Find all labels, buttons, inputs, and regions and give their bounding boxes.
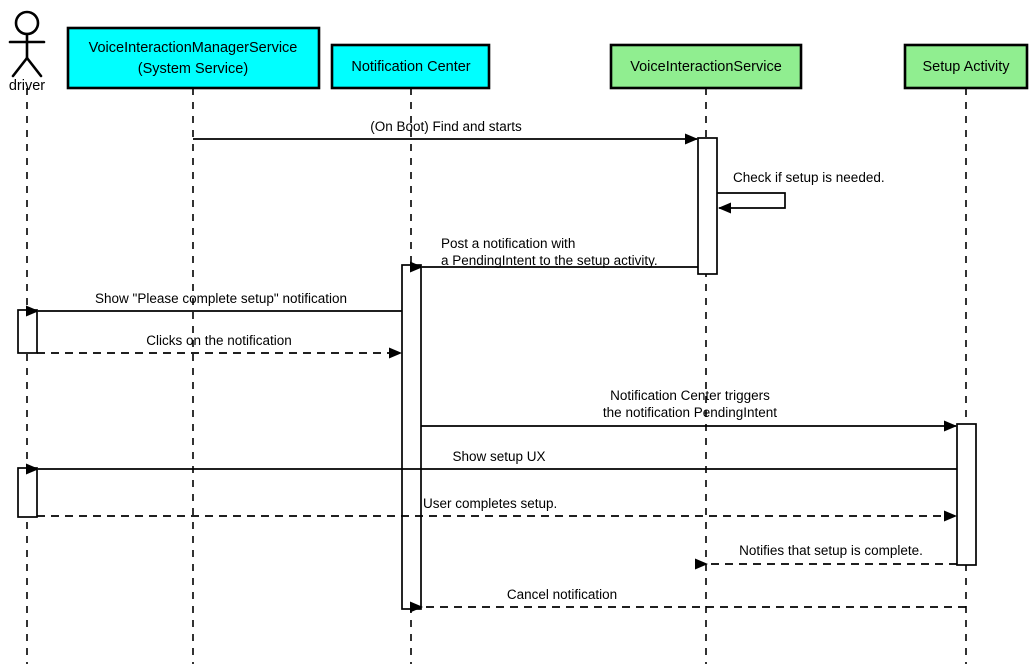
message-label-notification-center-triggers-line2: the notification PendingIntent <box>603 405 777 420</box>
participant-setup-activity[interactable]: Setup Activity <box>903 43 1029 90</box>
message-label-check-if-setup-is-needed: Check if setup is needed. <box>733 170 885 185</box>
message-label-show-setup-ux: Show setup UX <box>452 449 545 464</box>
message-label-show-please-complete-setup-notification: Show "Please complete setup" notificatio… <box>95 291 347 306</box>
participant-box-notification-center[interactable] <box>330 43 491 90</box>
activation-bar-vis <box>697 137 718 275</box>
message-show-setup-ux[interactable]: Show setup UX <box>26 449 957 475</box>
message-clicks-on-the-notification[interactable]: Clicks on the notification <box>37 333 402 359</box>
participant-notification-center[interactable]: Notification Center <box>330 43 491 90</box>
message-label-cancel-notification: Cancel notification <box>507 587 617 602</box>
participant-label-vims-line1: VoiceInteractionManagerService <box>89 40 298 56</box>
participant-box-vis[interactable] <box>609 43 803 90</box>
message-post-a-notification[interactable]: Post a notification with a PendingIntent… <box>410 236 698 273</box>
message-self-arrow <box>717 192 786 214</box>
participant-box-vims[interactable] <box>66 26 321 90</box>
participant-label-notification-center: Notification Center <box>351 59 470 75</box>
message-label-user-completes-setup: User completes setup. <box>423 496 557 511</box>
activation-bar-notification-center <box>401 264 422 610</box>
activation-bar-setup-activity <box>956 423 977 566</box>
message-notifies-that-setup-is-complete[interactable]: Notifies that setup is complete. <box>695 543 957 570</box>
message-label-on-boot-find-and-starts: (On Boot) Find and starts <box>370 119 522 134</box>
message-label-post-a-notification-line2: a PendingIntent to the setup activity. <box>441 253 658 268</box>
actor-leg-right-icon <box>25 56 43 78</box>
message-user-completes-setup[interactable]: User completes setup. <box>37 496 957 522</box>
actor-leg-left-icon <box>11 56 29 78</box>
participant-label-vims-line2: (System Service) <box>138 61 248 77</box>
message-label-notification-center-triggers-line1: Notification Center triggers <box>610 388 770 403</box>
participant-label-setup-activity: Setup Activity <box>922 59 1010 75</box>
message-check-if-setup-is-needed[interactable]: Check if setup is needed. <box>717 170 885 214</box>
actor-driver[interactable]: driver <box>8 10 46 94</box>
activation-bars <box>17 137 977 610</box>
message-notification-center-triggers-pendingintent[interactable]: Notification Center triggers the notific… <box>421 388 957 432</box>
participant-voiceinteractionservice[interactable]: VoiceInteractionService <box>609 43 803 90</box>
activation-bar-driver-2 <box>17 467 38 518</box>
message-show-please-complete-setup-notification[interactable]: Show "Please complete setup" notificatio… <box>26 291 402 317</box>
message-label-post-a-notification-line1: Post a notification with <box>441 236 575 251</box>
actor-head-icon <box>14 10 40 36</box>
actor-driver-label: driver <box>9 78 45 94</box>
participant-box-setup-activity[interactable] <box>903 43 1029 90</box>
activation-bar-driver-1 <box>17 309 38 354</box>
message-label-notifies-that-setup-is-complete: Notifies that setup is complete. <box>739 543 923 558</box>
message-cancel-notification[interactable]: Cancel notification <box>410 587 966 613</box>
message-on-boot-find-and-starts[interactable]: (On Boot) Find and starts <box>193 119 698 145</box>
message-label-clicks-on-the-notification: Clicks on the notification <box>146 333 292 348</box>
participant-label-vis: VoiceInteractionService <box>630 59 782 75</box>
participant-voiceinteractionmanagerservice[interactable]: VoiceInteractionManagerService (System S… <box>66 26 321 90</box>
